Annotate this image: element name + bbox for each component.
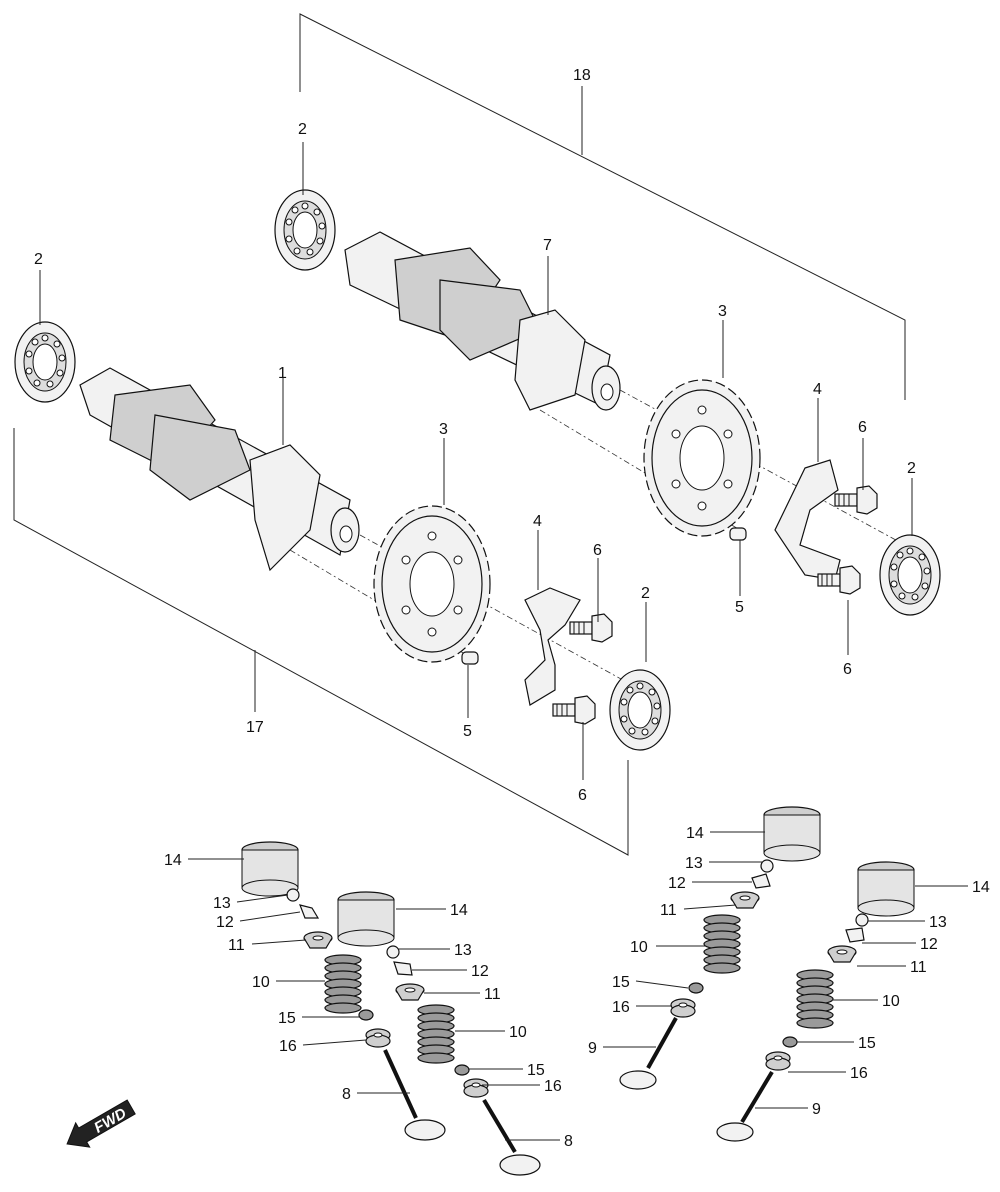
callout-13: 13	[929, 914, 947, 931]
callout-9: 9	[588, 1040, 597, 1057]
callout-8: 8	[564, 1133, 573, 1150]
dowel-pin-upper	[729, 527, 747, 541]
callout-6: 6	[593, 542, 602, 559]
callout-6: 6	[858, 419, 867, 436]
retaining-plate-upper	[774, 459, 841, 581]
callout-1: 1	[278, 365, 287, 382]
callout-18: 18	[573, 67, 591, 84]
valve-train-c	[619, 806, 821, 1090]
callout-16: 16	[850, 1065, 868, 1082]
callout-3: 3	[439, 421, 448, 438]
bearing-lower-left	[14, 321, 76, 403]
callout-14: 14	[686, 825, 704, 842]
callout-16: 16	[612, 999, 630, 1016]
callout-15: 15	[527, 1062, 545, 1079]
callout-10: 10	[509, 1024, 527, 1041]
callout-2: 2	[907, 460, 916, 477]
callout-2: 2	[298, 121, 307, 138]
callout-10: 10	[882, 993, 900, 1010]
callout-6: 6	[578, 787, 587, 804]
callout-16: 16	[279, 1038, 297, 1055]
callout-11: 11	[660, 902, 677, 919]
retaining-plate-lower	[524, 587, 581, 706]
assembly-18-outline	[299, 13, 906, 400]
camshaft-upper	[344, 231, 621, 411]
bearing-lower-right	[609, 669, 671, 751]
leader-lines	[39, 86, 968, 1141]
callout-4: 4	[813, 381, 822, 398]
cam-sprocket-upper	[643, 379, 761, 537]
callout-11: 11	[484, 986, 501, 1003]
bolt-upper-a	[834, 485, 878, 515]
callout-13: 13	[454, 942, 472, 959]
bolt-lower-b	[552, 695, 596, 725]
callout-5: 5	[463, 723, 472, 740]
callout-6: 6	[843, 661, 852, 678]
callout-8: 8	[342, 1086, 351, 1103]
callout-13: 13	[213, 895, 231, 912]
callout-12: 12	[216, 914, 234, 931]
valve-train-b	[337, 891, 541, 1176]
callout-16: 16	[544, 1078, 562, 1095]
callout-11: 11	[910, 959, 927, 976]
callout-14: 14	[164, 852, 182, 869]
bolt-lower-a	[569, 613, 613, 643]
callout-15: 15	[612, 974, 630, 991]
callout-17: 17	[246, 719, 264, 736]
bearing-upper-left	[274, 189, 336, 271]
callout-9: 9	[812, 1101, 821, 1118]
camshaft-lower	[79, 367, 360, 572]
callout-10: 10	[630, 939, 648, 956]
callout-15: 15	[858, 1035, 876, 1052]
assembly-17-outline	[13, 428, 629, 856]
bearing-upper-right	[879, 534, 941, 616]
callout-5: 5	[735, 599, 744, 616]
callout-4: 4	[533, 513, 542, 530]
callout-15: 15	[278, 1010, 296, 1027]
valve-train-d	[716, 861, 915, 1142]
callout-10: 10	[252, 974, 270, 991]
callout-3: 3	[718, 303, 727, 320]
callout-2: 2	[641, 585, 650, 602]
callout-14: 14	[450, 902, 468, 919]
callout-12: 12	[668, 875, 686, 892]
callout-11: 11	[228, 937, 245, 954]
callout-7: 7	[543, 237, 552, 254]
dowel-pin-lower	[461, 651, 479, 665]
fwd-arrow-icon: FWD	[66, 1099, 136, 1148]
valve-train-a	[241, 841, 446, 1141]
callout-13: 13	[685, 855, 703, 872]
callout-12: 12	[471, 963, 489, 980]
callout-2: 2	[34, 251, 43, 268]
callout-12: 12	[920, 936, 938, 953]
cam-sprocket-lower	[373, 505, 491, 663]
callout-14: 14	[972, 879, 990, 896]
